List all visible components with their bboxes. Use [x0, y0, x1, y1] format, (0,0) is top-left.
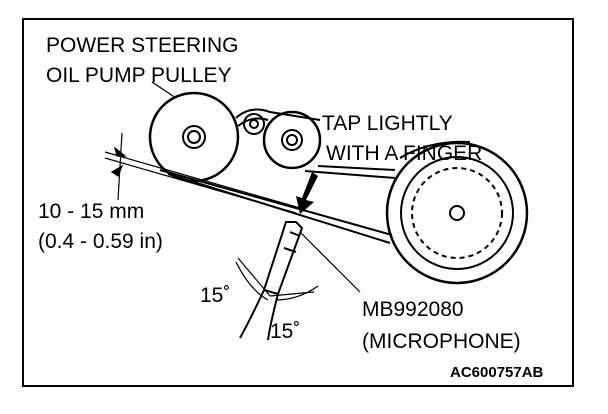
- deflection-label-line2: (0.4 - 0.59 in): [38, 230, 163, 253]
- angle-indicators: [235, 257, 319, 301]
- idler-pulley: [243, 113, 265, 135]
- drive-belt: [159, 108, 471, 244]
- middle-pulley: [262, 110, 322, 170]
- tap-label-line2: WITH A FINGER: [326, 142, 483, 165]
- angle-label-right: 15˚: [270, 320, 301, 343]
- figure-code: AC600757AB: [450, 364, 544, 381]
- tool-label-line2: (MICROPHONE): [362, 330, 521, 353]
- microphone-tool: [239, 221, 304, 341]
- deflection-dimension: [110, 132, 127, 201]
- power-steering-pulley: [148, 91, 240, 183]
- tap-arrow-icon: [296, 172, 318, 214]
- angle-label-left: 15˚: [200, 284, 231, 307]
- deflection-label-line1: 10 - 15 mm: [38, 200, 145, 223]
- reference-line: [104, 151, 301, 214]
- pulley-label-line2: OIL PUMP PULLEY: [46, 64, 232, 87]
- tool-label-line1: MB992080: [362, 298, 464, 321]
- leader-lines: [151, 81, 361, 293]
- crankshaft-pulley: [385, 141, 529, 285]
- pulley-label-line1: POWER STEERING: [46, 34, 239, 57]
- tap-label-line1: TAP LIGHTLY: [322, 112, 453, 135]
